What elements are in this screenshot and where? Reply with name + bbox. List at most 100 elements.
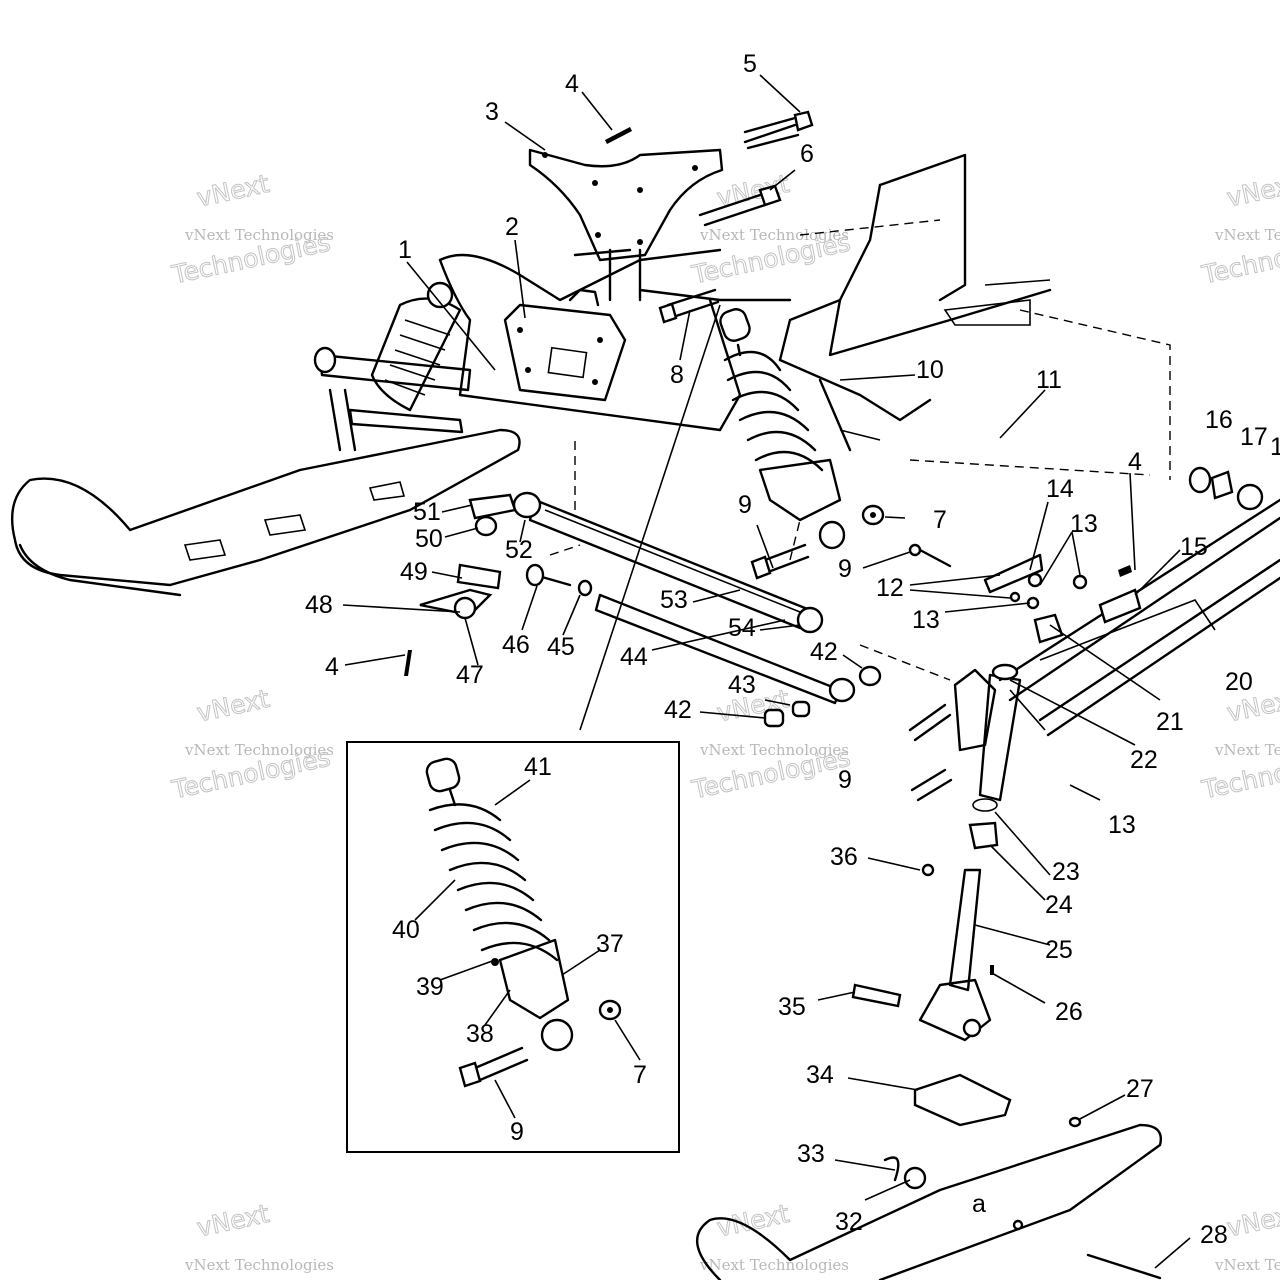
svg-text:vNext Technologies: vNext Technologies [699,741,849,759]
upper-shock-bracket [528,148,724,262]
callout-8: 8 [670,361,684,389]
watermark-bottom-center: vNext vNext Technologies [699,1198,849,1274]
callout-9-shock: 9 [738,491,752,519]
svg-text:vNext Technologies: vNext Technologies [1214,226,1280,244]
svg-text:vNext Technologies: vNext Technologies [1214,1256,1280,1274]
pin-4-top [605,127,632,144]
callout-11: 11 [1036,366,1062,394]
callout-42-b: 42 [664,696,692,724]
callout-20: 20 [1225,668,1253,696]
shock-inset [346,741,680,1153]
callout-21: 21 [1156,708,1184,736]
left-ski [11,428,521,597]
callout-18-partial: 1 [1270,433,1280,461]
callout-27: 27 [1126,1075,1154,1103]
callout-13-a: 13 [1070,510,1098,538]
callout-35: 35 [778,993,806,1021]
callout-10: 10 [916,356,944,384]
callout-17: 17 [1240,423,1268,451]
callout-7-upper: 7 [933,506,947,534]
callout-26: 26 [1055,998,1083,1026]
callout-32: 32 [835,1208,863,1236]
callout-9-inset: 9 [510,1118,524,1146]
wear-pad-34 [913,1073,1012,1127]
callout-50: 50 [415,525,443,553]
watermark-bottom-left: vNext vNext Technologies [184,1198,334,1274]
callout-2: 2 [505,213,519,241]
bolt-9-shock [750,543,810,580]
callout-49: 49 [400,558,428,586]
right-shock [719,308,846,550]
bolt-9-pair [908,543,953,802]
callout-24: 24 [1045,891,1073,919]
left-shock [370,281,462,412]
callout-46: 46 [502,631,530,659]
callout-13-b: 13 [912,606,940,634]
right-pivot-bracket [983,553,1142,644]
callout-23: 23 [1052,858,1080,886]
callout-37: 37 [596,930,624,958]
callout-47: 47 [456,661,484,689]
svg-text:vNext: vNext [194,1199,272,1243]
callout-7-inset: 7 [633,1061,647,1089]
callout-12: 12 [876,574,904,602]
callout-22: 22 [1130,746,1158,774]
upper-radius-rod [512,491,824,634]
left-spindle-arms [313,346,472,452]
callout-4-top: 4 [565,70,579,98]
dashed-lines [574,219,1171,681]
callout-48: 48 [305,591,333,619]
svg-text:vNext: vNext [714,1199,792,1243]
callout-36: 36 [830,843,858,871]
callout-16: 16 [1205,406,1233,434]
callout-45: 45 [547,633,575,661]
callout-43: 43 [728,671,756,699]
leader-lines [342,74,1216,1269]
callout-28: 28 [1200,1221,1228,1249]
tie-rod-20 [998,498,1280,737]
nut-7-upper [861,504,885,526]
svg-text:vNext Technologies: vNext Technologies [184,226,334,244]
svg-text:vNext Technologies: vNext Technologies [184,741,334,759]
callout-13-c: 13 [1108,811,1136,839]
watermark-mid-right: vNext vNext Technologies Technologies [1198,683,1280,805]
svg-text:vNext Technologies: vNext Technologies [184,1256,334,1274]
svg-text:vNext: vNext [194,684,272,728]
callout-1: 1 [398,236,412,264]
mount-plate [503,288,627,402]
callout-9-bracket: 9 [838,555,852,583]
watermark-top-right: vNext vNext Technologies Technologies [1198,168,1280,290]
watermark-top-left: vNext vNext Technologies Technologies [168,168,334,290]
svg-text:vNext: vNext [194,169,272,213]
watermark-mid-left: vNext vNext Technologies Technologies [168,683,334,805]
steering-post [918,663,1022,1042]
callout-33: 33 [797,1140,825,1168]
callout-53: 53 [660,586,688,614]
bolt-8 [658,288,720,324]
callout-34: 34 [806,1061,834,1089]
callout-40: 40 [392,916,420,944]
callout-labels: 1 2 3 4 4 4 5 6 7 7 8 9 9 9 9 10 11 12 1… [305,50,1280,1249]
callout-38: 38 [466,1020,494,1048]
bushings-16-17-18 [1188,466,1264,511]
callout-42-a: 42 [810,638,838,666]
callout-54: 54 [728,614,756,642]
callout-3: 3 [485,98,499,126]
lower-radius-rod [594,593,882,728]
callout-6: 6 [800,140,814,168]
callout-4-right: 4 [1128,448,1142,476]
watermark-mid-center: vNext vNext Technologies Technologies [688,683,853,805]
callout-14: 14 [1046,475,1074,503]
callout-15: 15 [1180,533,1208,561]
callout-25: 25 [1045,936,1073,964]
callout-9-pair: 9 [838,766,852,794]
callout-51: 51 [413,498,441,526]
svg-text:vNext: vNext [1224,1199,1280,1243]
callout-52: 52 [505,536,533,564]
callout-44: 44 [620,643,648,671]
watermark-top-center: vNext vNext Technologies Technologies [688,168,853,290]
callout-5: 5 [743,50,757,78]
ski-mark: a [972,1190,986,1218]
svg-text:vNext Technologies: vNext Technologies [699,1256,849,1274]
